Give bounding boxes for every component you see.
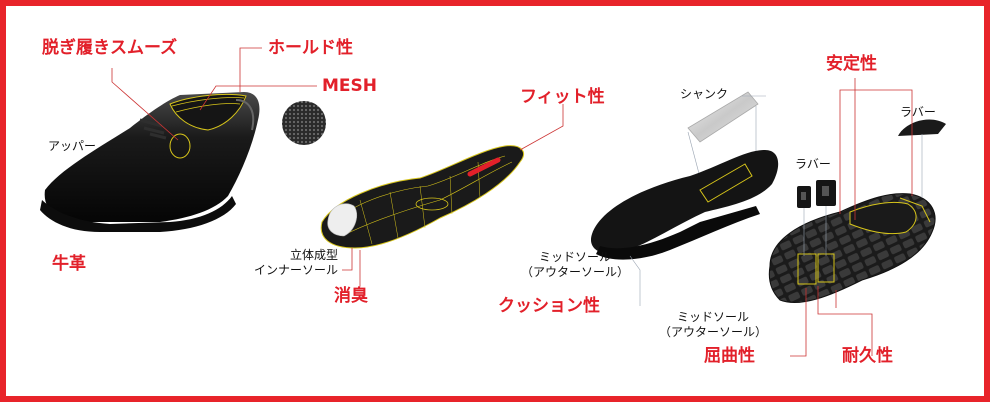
label-midsole-a-line2: （アウターソール）: [520, 265, 629, 279]
label-hold: ホールド性: [268, 38, 353, 58]
label-slip-on: 脱ぎ履きスムーズ: [42, 38, 178, 58]
label-leather: 牛革: [52, 254, 86, 274]
rubber-mid-pieces: [797, 180, 836, 208]
label-midsole-a-line1: ミッドソール: [538, 250, 611, 264]
midsole-a-guide-lines: [629, 255, 641, 306]
label-deodorize: 消臭: [334, 286, 368, 306]
label-insole: 立体成型 インナーソール: [250, 248, 338, 278]
rubber-heel-piece: [898, 119, 946, 136]
shoe-leader-lines: [111, 47, 317, 141]
label-midsole-b-line1: ミッドソール: [676, 310, 749, 324]
leather-shoe-illustration: [40, 92, 260, 232]
label-shank: シャンク: [680, 87, 729, 101]
outsole-illustration: [768, 193, 936, 304]
label-durability: 耐久性: [842, 346, 893, 366]
label-mesh: MESH: [322, 76, 378, 96]
midsole-a-illustration: [590, 150, 779, 260]
label-flex: 屈曲性: [704, 346, 755, 366]
label-midsole-b-line2: （アウターソール）: [658, 325, 767, 339]
label-midsole-b: ミッドソール （アウターソール）: [648, 310, 778, 340]
label-stability: 安定性: [826, 54, 877, 74]
insole-leader-lines: [342, 104, 564, 286]
mesh-swatch: [282, 101, 326, 145]
label-cushion: クッション性: [498, 296, 600, 316]
label-upper: アッパー: [48, 139, 97, 153]
label-fit: フィット性: [520, 87, 605, 107]
label-insole-line1: 立体成型: [289, 248, 338, 262]
label-insole-line2: インナーソール: [253, 263, 338, 277]
sole-leader-lines: [790, 78, 913, 357]
label-rubber-mid: ラバー: [795, 157, 831, 171]
label-midsole-a: ミッドソール （アウターソール）: [520, 250, 630, 280]
insole-illustration: [320, 145, 524, 249]
label-rubber-top: ラバー: [900, 105, 936, 119]
shank-illustration: [687, 91, 759, 143]
rubber-mid-guide-lines: [803, 206, 827, 256]
